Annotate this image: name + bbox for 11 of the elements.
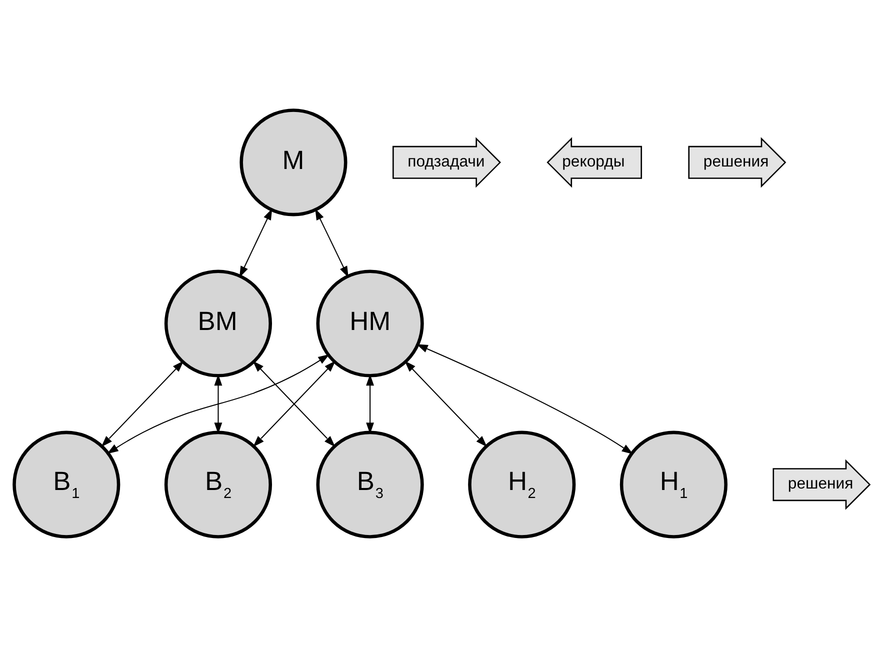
arrow <box>239 208 272 278</box>
arrow <box>315 208 348 278</box>
node-circle: В$_{3}$ <box>316 430 424 538</box>
node-circle: В$_{2}$ <box>164 430 272 538</box>
node-circle: ВМ <box>164 269 272 377</box>
arrow <box>106 354 330 454</box>
arrow <box>404 360 488 446</box>
arrow <box>101 360 184 446</box>
node-circle: Н$_{2}$ <box>468 430 576 538</box>
node-circle: М <box>240 108 348 216</box>
arrow <box>416 344 634 454</box>
